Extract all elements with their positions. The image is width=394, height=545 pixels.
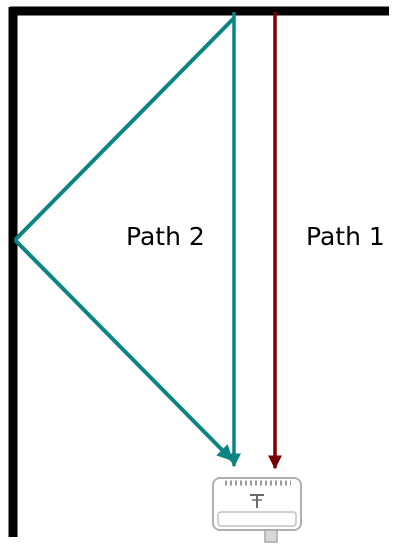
path-2-segment-reflected xyxy=(13,238,234,462)
receiver-lower-panel xyxy=(217,511,297,527)
receiver-device xyxy=(212,477,302,543)
receiver-connector xyxy=(264,529,278,543)
path-2-segment-to-wall xyxy=(13,16,236,242)
antenna-icon xyxy=(250,494,264,508)
path-2-label: Path 2 xyxy=(126,222,205,251)
path-1-label: Path 1 xyxy=(306,222,385,251)
